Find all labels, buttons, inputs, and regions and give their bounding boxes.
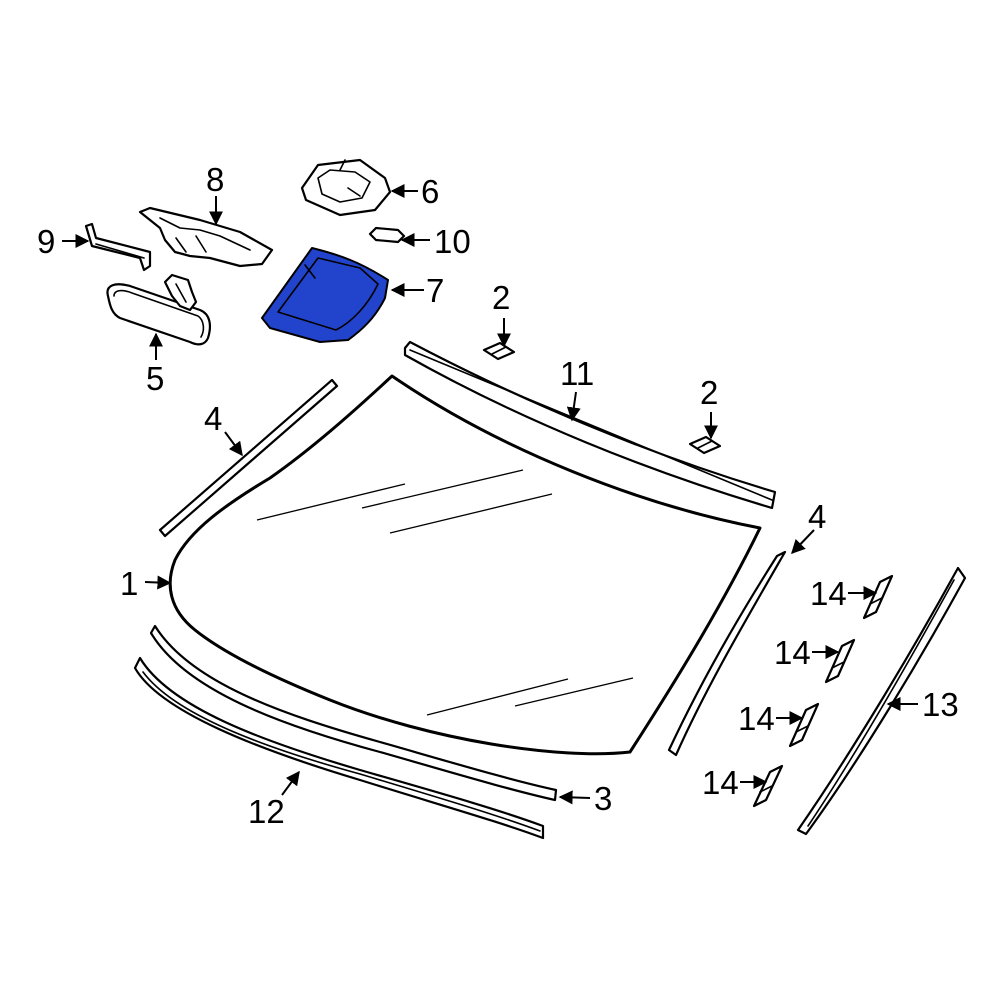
highlighted-sensor-cover[interactable] (261, 247, 389, 343)
pillar-molding[interactable] (796, 566, 967, 836)
small-clip[interactable] (368, 226, 406, 244)
callout-6: 6 (421, 173, 439, 210)
retainer-4[interactable] (752, 764, 784, 808)
callout-leaders (62, 184, 918, 805)
callout-12: 12 (248, 793, 285, 830)
callout-2-right: 2 (700, 374, 718, 411)
callout-14-1: 14 (810, 575, 847, 612)
callout-9: 9 (37, 223, 55, 260)
windshield-glass[interactable] (168, 374, 762, 756)
callout-8: 8 (206, 161, 224, 198)
callout-1: 1 (120, 565, 138, 602)
callout-13: 13 (922, 686, 959, 723)
side-bracket[interactable] (84, 222, 152, 272)
callout-10: 10 (434, 223, 471, 260)
retainer-3[interactable] (788, 702, 820, 748)
callout-2-left: 2 (492, 279, 510, 316)
mirror-bracket[interactable] (138, 206, 274, 268)
retainer-1[interactable] (862, 574, 894, 620)
clip-upper-right[interactable] (688, 435, 722, 455)
callout-11: 11 (560, 355, 594, 392)
callout-4-right: 4 (808, 498, 826, 535)
callout-labels: 1 2 2 3 4 4 5 6 7 8 9 10 11 12 13 14 14 … (37, 161, 959, 830)
callout-14-2: 14 (774, 634, 811, 671)
callout-5: 5 (146, 360, 164, 397)
callout-3: 3 (594, 780, 612, 817)
side-molding-left[interactable] (158, 378, 339, 538)
callout-4-left: 4 (204, 400, 222, 437)
retainer-2[interactable] (824, 638, 856, 684)
clip-upper-left[interactable] (482, 341, 516, 361)
callout-7: 7 (426, 272, 444, 309)
callout-14-4: 14 (702, 764, 739, 801)
callout-14-3: 14 (738, 700, 775, 737)
side-molding-right[interactable] (667, 550, 787, 757)
rear-view-mirror[interactable] (106, 273, 211, 346)
upper-molding[interactable] (403, 340, 777, 510)
sensor-module[interactable] (300, 158, 392, 217)
cowl-seal[interactable] (133, 656, 545, 840)
lower-molding[interactable] (149, 624, 558, 802)
